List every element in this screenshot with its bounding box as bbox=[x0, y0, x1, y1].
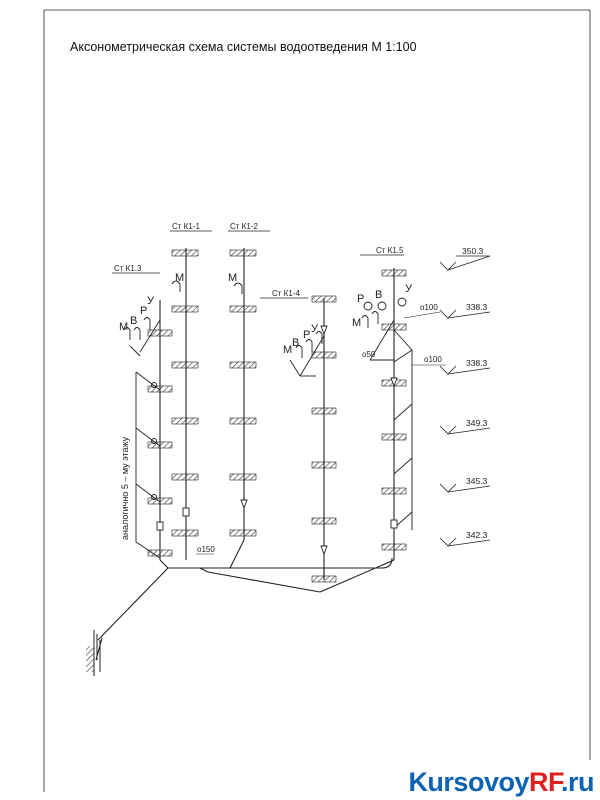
pipe-diameter-label: о150 bbox=[197, 545, 215, 554]
riser-pipes bbox=[159, 248, 395, 580]
fixture-glyphs bbox=[123, 280, 407, 358]
fixture-label-m: М bbox=[175, 272, 184, 284]
fixture-label-r: Р bbox=[357, 293, 364, 305]
k14-branch bbox=[289, 335, 325, 377]
riser-label-k1-1: Ст К1-1 bbox=[172, 222, 200, 231]
riser-label-k1-3: Ст К1.3 bbox=[114, 264, 142, 273]
pipe-diameter-label: о100 bbox=[424, 355, 442, 364]
elevation-label: 338.3 bbox=[466, 358, 488, 368]
watermark-logo: KursovoyRF.ru bbox=[408, 767, 594, 797]
elevation-label: 345.3 bbox=[466, 476, 488, 486]
pipe-diameter-label: о100 bbox=[420, 303, 438, 312]
collector-pipes bbox=[95, 539, 395, 661]
fixture-label-m: М bbox=[119, 321, 128, 333]
elevation-label: 350.3 bbox=[462, 246, 484, 256]
fixture-label-u: У bbox=[311, 323, 319, 335]
pipe-fittings bbox=[156, 325, 398, 556]
riser-label-k1-5: Ст К1.5 bbox=[376, 246, 404, 255]
drawing-title: Аксонометрическая схема системы водоотве… bbox=[70, 40, 417, 54]
elevation-label: 349.3 bbox=[466, 418, 488, 428]
pipe-diameter-label: о50 bbox=[362, 350, 376, 359]
fixture-label-v: В bbox=[292, 337, 299, 349]
riser-label-k1-2: Ст К1-2 bbox=[230, 222, 258, 231]
k13-top-branch bbox=[129, 319, 161, 357]
fixture-label-v: В bbox=[130, 315, 137, 327]
k15-branches bbox=[369, 319, 413, 530]
elevation-label: 338.3 bbox=[466, 302, 488, 312]
fixture-label-u: У bbox=[405, 283, 413, 295]
elevation-label: 342.3 bbox=[466, 530, 488, 540]
fixture-label-v: В bbox=[375, 289, 382, 301]
fixture-label-m: М bbox=[283, 344, 292, 356]
fixture-label-r: Р bbox=[303, 329, 310, 341]
sheet-frame bbox=[43, 9, 591, 792]
k13-branches bbox=[135, 371, 161, 559]
side-note: аналогично 5 – му этажу bbox=[120, 436, 130, 540]
floor-slabs bbox=[147, 249, 407, 583]
elevation-marks bbox=[439, 255, 491, 547]
fixture-label-r: Р bbox=[140, 305, 147, 317]
pipe-diameter-leader bbox=[403, 311, 441, 319]
fixture-label-m: М bbox=[352, 317, 361, 329]
fixture-label-u: У bbox=[147, 295, 155, 307]
fixture-label-m: М bbox=[228, 272, 237, 284]
outlet-symbol bbox=[86, 630, 101, 676]
riser-label-k1-4: Ст К1-4 bbox=[272, 289, 300, 298]
